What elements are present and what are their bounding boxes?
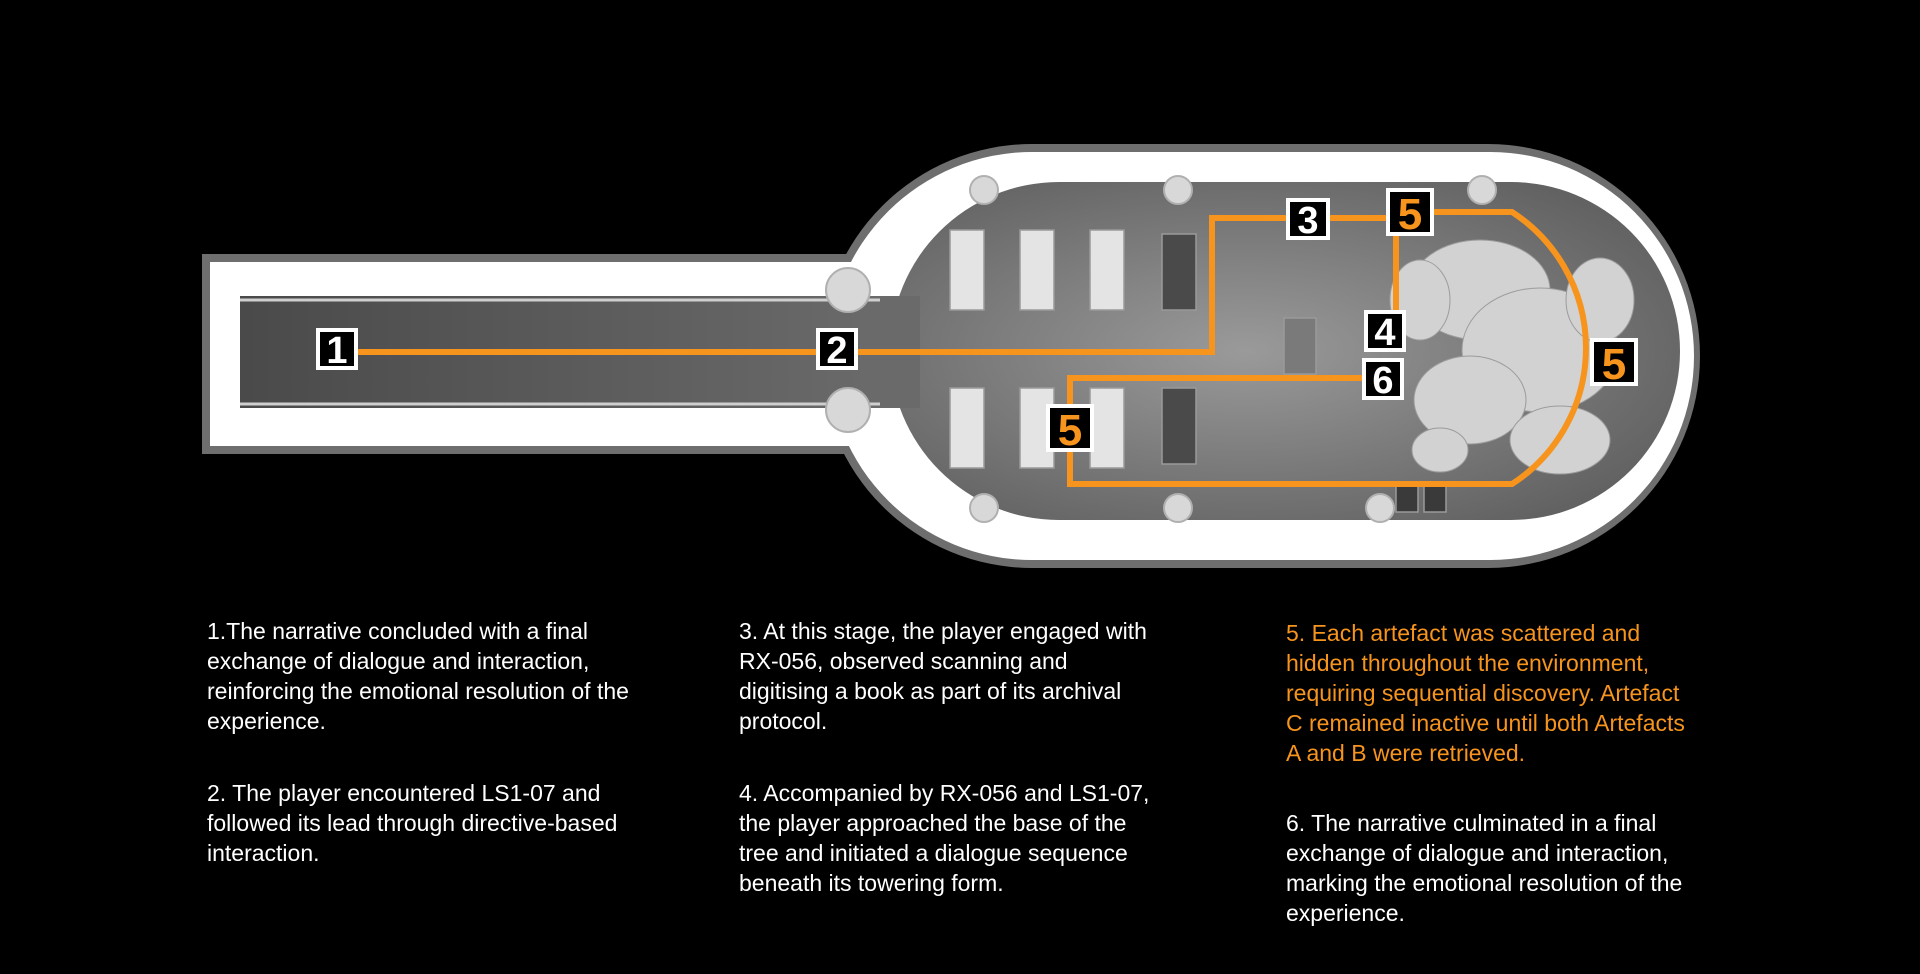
svg-text:4: 4 [1374,312,1395,354]
svg-text:1: 1 [326,330,347,372]
svg-text:6: 6 [1372,360,1393,402]
corridor-rails [240,298,880,406]
marker-1: 1 [316,328,358,372]
marker-5-left: 5 [1046,404,1094,455]
note-2: 2. The player encountered LS1-07 and fol… [207,780,618,866]
svg-text:5: 5 [1058,406,1082,455]
svg-text:5: 5 [1398,190,1422,239]
marker-4: 4 [1364,310,1406,354]
marker-3: 3 [1286,198,1330,242]
pillars [825,175,1497,523]
note-3: 3. At this stage, the player engaged wit… [739,618,1147,734]
marker-5-right: 5 [1590,338,1638,389]
desks [949,229,1447,513]
note-6: 6. The narrative culminated in a final e… [1286,810,1683,926]
marker-5-top: 5 [1386,188,1434,239]
route-path [340,209,1589,487]
svg-text:3: 3 [1297,200,1318,242]
note-4: 4. Accompanied by RX-056 and LS1-07, the… [739,780,1150,896]
svg-text:2: 2 [826,330,847,372]
note-1: 1.The narrative concluded with a final e… [207,618,629,734]
marker-6: 6 [1362,358,1404,402]
marker-2: 2 [816,328,858,372]
svg-text:5: 5 [1602,340,1626,389]
note-5: 5. Each artefact was scattered and hidde… [1286,620,1685,766]
tree-canopy [1389,239,1635,475]
